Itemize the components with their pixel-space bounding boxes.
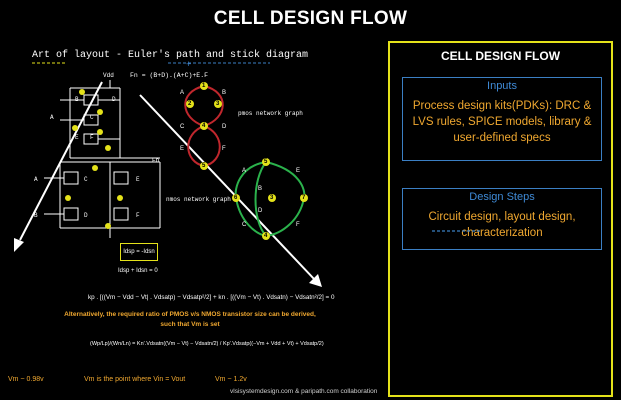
nmos-node-number: 5 [264, 159, 268, 165]
current-balance-box: Idsp = -Idsn [120, 243, 158, 261]
layout-heading: Art of layout - Euler's path and stick d… [32, 50, 309, 61]
gate-label: D [112, 96, 116, 103]
inputs-heading: Inputs [487, 80, 517, 92]
pmos-edge-label: B [222, 90, 227, 96]
gate-label: E [136, 176, 140, 183]
ratio-note-line2: such that Vm is set [160, 321, 220, 328]
nmos-edge-label: E [296, 168, 301, 174]
pmos-node-number: 2 [188, 101, 192, 107]
vm-high-label: Vm ~ 1.2v [215, 376, 247, 383]
nmos-edge-label: C [242, 222, 247, 228]
steps-underline [432, 230, 482, 232]
pmos-edge-label: D [222, 124, 227, 130]
nmos-graph-label: nmos network graph [166, 196, 231, 203]
credit-line: vlsisystemdesign.com & paripath.com coll… [230, 388, 378, 395]
inputs-box: Inputs Process design kits(PDKs): DRC & … [402, 77, 602, 161]
nmos-node-number: 6 [234, 195, 238, 201]
pmos-graph-label: pmos network graph [238, 110, 303, 117]
nmos-schematic [44, 161, 161, 238]
graph-nodes [186, 82, 308, 240]
gate-label: C [84, 176, 88, 183]
switching-threshold-equation: kp . [((Vm − Vdd − Vt| . Vdsatp) − Vdsat… [88, 294, 335, 301]
pmos-node-number: 4 [202, 123, 206, 129]
gate-label: C [90, 114, 94, 121]
gate-label: F [136, 212, 140, 219]
pmos-schematic [60, 80, 160, 159]
fn-label: Fn [152, 157, 160, 164]
vdd-label: Vdd [103, 72, 114, 79]
nmos-node-number: 7 [302, 195, 306, 201]
nmos-edge-label: F [296, 222, 300, 228]
cell-design-flow-panel: CELL DESIGN FLOW Inputs Process design k… [388, 41, 613, 397]
pmos-node-number: 5 [202, 163, 206, 169]
arrow-down-left [19, 81, 103, 241]
fn-equation: Fn = (B+D).(A+C)+E.F [130, 72, 209, 79]
page-title: CELL DESIGN FLOW [213, 8, 408, 29]
gate-label: D [84, 212, 88, 219]
design-steps-box: Design Steps Circuit design, layout desi… [402, 188, 602, 250]
design-steps-body: Circuit design, layout design, character… [428, 211, 576, 239]
pmos-node-number: 1 [202, 83, 206, 89]
inputs-body: Process design kits(PDKs): DRC & LVS rul… [412, 100, 592, 144]
pmos-edge-label: E [180, 146, 185, 152]
nmos-edge-label: D [258, 208, 263, 214]
ratio-note-line1: Alternatively, the required ratio of PMO… [64, 311, 316, 318]
arrow-head-left [14, 238, 24, 252]
arrow-head-right [309, 274, 322, 287]
current-sum-equation: Idsp + Idsn = 0 [118, 268, 158, 274]
pmos-edge-label: A [180, 90, 185, 96]
gate-label: A [50, 114, 54, 121]
vm-low-label: Vm ~ 0.98v [8, 376, 44, 383]
gate-label: E [75, 134, 79, 141]
panel-title: CELL DESIGN FLOW [440, 49, 561, 63]
pmos-edge-label: C [180, 124, 185, 130]
gate-label: F [90, 134, 94, 141]
current-balance-equation: Idsp = -Idsn [123, 249, 155, 255]
schematic-diagram: + [14, 59, 322, 287]
svg-text:+: + [186, 59, 191, 69]
schematic-node-dots [65, 89, 123, 229]
pmos-node-number: 3 [216, 101, 220, 107]
design-steps-heading: Design Steps [469, 191, 535, 203]
nmos-node-number: 3 [270, 195, 274, 201]
arrow-down-right [139, 94, 316, 281]
nmos-edge-label: A [242, 168, 247, 174]
ratio-equation: (Wp/Lp)/(Wn/Ln) = Kn'.Vdsatn((Vm − Vt) −… [90, 341, 324, 347]
pmos-edge-label: F [222, 146, 226, 152]
vm-definition: Vm is the point where Vin = Vout [84, 376, 186, 383]
gate-label: B [75, 96, 79, 103]
pmos-graph [184, 85, 224, 167]
nmos-node-number: 4 [264, 233, 268, 239]
gate-label: B [34, 212, 38, 219]
nmos-edge-label: B [258, 186, 263, 192]
gate-label: A [34, 176, 38, 183]
